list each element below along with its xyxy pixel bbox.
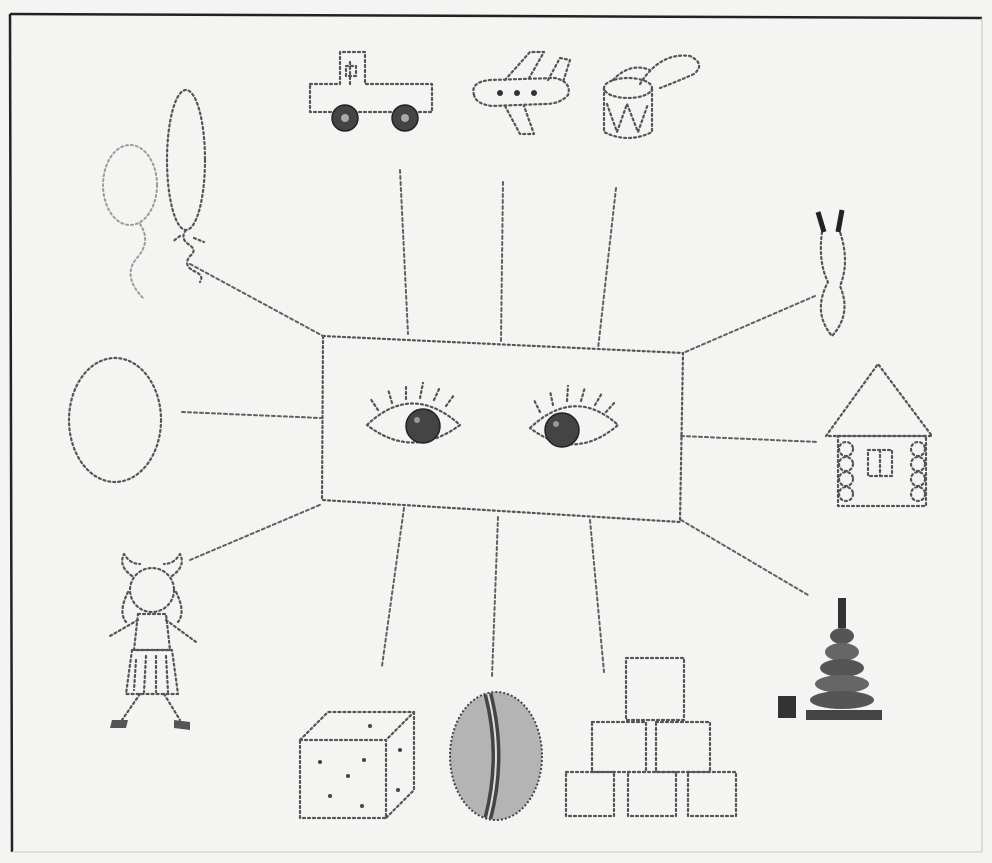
doll-icon [110, 554, 196, 730]
ray-cube [382, 508, 404, 666]
ray-pyramid [681, 520, 808, 595]
ray-circle [182, 412, 321, 418]
ray-airplane [501, 182, 503, 341]
drum-icon [604, 56, 699, 138]
airplane-icon [473, 52, 570, 134]
ray-blocks [590, 520, 604, 672]
cube-icon [300, 712, 414, 818]
ray-truck [400, 170, 408, 334]
ray-balloons [190, 264, 323, 336]
ray-jump-rope [683, 296, 815, 353]
ball-icon [450, 692, 542, 820]
eye-right-icon [530, 386, 618, 447]
house-icon [826, 364, 932, 506]
truck-icon [310, 52, 432, 131]
balloons-icon [103, 90, 205, 299]
ray-drum [598, 188, 616, 349]
blocks-icon [566, 658, 736, 816]
ray-doll [190, 504, 322, 560]
connector-lines [182, 170, 818, 677]
jump-rope-icon [818, 210, 845, 336]
circle-icon [69, 358, 161, 482]
ray-house [681, 436, 818, 442]
eye-left-icon [367, 383, 460, 443]
pyramid-toy-icon [778, 598, 882, 720]
center-panel [322, 336, 683, 522]
ray-ball [492, 517, 498, 677]
